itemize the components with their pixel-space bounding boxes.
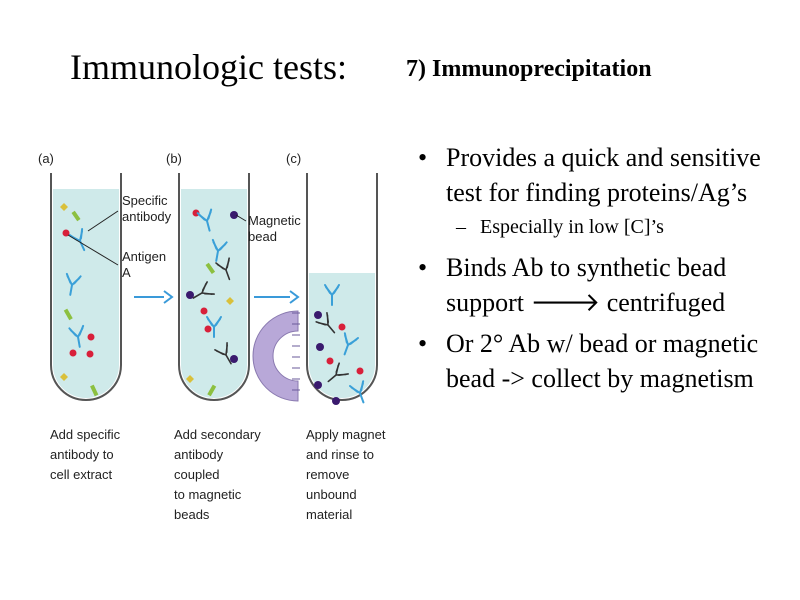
antibody-icon [65, 272, 82, 296]
leader-line-antigen [67, 234, 119, 266]
bullet-dot-icon: • [418, 329, 428, 358]
dash-icon: – [456, 216, 466, 238]
caption-line: and rinse to [306, 447, 374, 462]
bead-icon [314, 311, 322, 319]
tube-c [306, 173, 378, 401]
bullet-text: Or 2° Ab w/ bead or magnetic bead -> col… [446, 329, 759, 393]
bullet-list: • Provides a quick and sensitive test fo… [418, 140, 788, 402]
bead-icon [314, 381, 322, 389]
tube-a [50, 173, 122, 401]
caption-line: Add specific [50, 427, 121, 442]
bullet-text: Provides a quick and sensitive test for … [446, 143, 761, 207]
antibody-icon [196, 208, 213, 232]
bullet-dot-icon: • [418, 253, 428, 282]
diamond-icon [60, 373, 68, 381]
secondary-antibody-icon [214, 342, 232, 365]
caption-line: coupled [174, 467, 220, 482]
arrow-a-to-b-icon [134, 290, 174, 304]
rod-icon [205, 262, 216, 275]
panel-label-b: (b) [166, 151, 182, 166]
caption-line: remove [306, 467, 349, 482]
label-specific-antibody-1: Specific [122, 193, 168, 208]
tube-c-contents [314, 284, 365, 405]
antigen-icon [338, 323, 346, 331]
bullet-item: • Or 2° Ab w/ bead or magnetic bead -> c… [418, 326, 788, 396]
caption-line: antibody [174, 447, 224, 462]
antigen-icon [87, 333, 95, 341]
label-magnetic-bead-2: bead [248, 229, 277, 244]
arrow-b-to-c-icon [254, 290, 300, 304]
panel-label-c: (c) [286, 151, 301, 166]
panel-label-a: (a) [38, 151, 54, 166]
antibody-icon [324, 284, 340, 306]
sub-bullet-text: Especially in low [C]’s [480, 216, 664, 238]
immunoprecipitation-diagram: (a) (b) (c) [38, 151, 386, 522]
antigen-icon [356, 367, 364, 375]
caption-line: antibody to [50, 447, 114, 462]
secondary-antibody-icon [327, 362, 349, 383]
tube-b [178, 173, 250, 401]
bullet-dot-icon: • [418, 143, 428, 172]
caption-b: Add secondary antibody coupled to magnet… [174, 427, 261, 522]
label-antigen-2: A [122, 265, 131, 280]
leader-line-bead [235, 214, 247, 222]
caption-line: cell extract [50, 467, 113, 482]
antigen-icon [62, 229, 70, 237]
antigen-icon [69, 349, 77, 357]
antigen-icon [326, 357, 334, 365]
caption-line: to magnetic [174, 487, 242, 502]
antigen-icon [192, 209, 200, 217]
label-specific-antibody-2: antibody [122, 209, 172, 224]
caption-line: beads [174, 507, 210, 522]
tube-b-contents [186, 208, 238, 397]
secondary-antibody-icon [315, 312, 336, 334]
antibody-icon [343, 332, 359, 356]
antigen-icon [204, 325, 212, 333]
caption-line: Add secondary [174, 427, 261, 442]
antibody-icon [68, 227, 86, 252]
bead-icon [230, 355, 238, 363]
label-antigen-1: Antigen [122, 249, 166, 264]
slide-subtitle: 7) Immunoprecipitation [406, 56, 652, 82]
bullet-text: Binds Ab to synthetic bead support 🡒 cen… [446, 253, 727, 317]
tube-a-contents [60, 203, 99, 397]
diamond-icon [60, 203, 68, 211]
rod-icon [90, 384, 99, 397]
bullet-item: • Binds Ab to synthetic bead support 🡒 c… [418, 250, 788, 320]
bullet-item: • Provides a quick and sensitive test fo… [418, 140, 788, 210]
bead-icon [186, 291, 194, 299]
antibody-icon [211, 238, 228, 262]
leader-line-antibody [87, 210, 119, 232]
sub-bullet-item: – Especially in low [C]’s [418, 212, 788, 242]
rod-icon [207, 384, 217, 397]
magnet-icon [252, 310, 299, 402]
antibody-icon [206, 316, 222, 338]
bead-icon [332, 397, 340, 405]
caption-line: unbound [306, 487, 357, 502]
antigen-icon [86, 350, 94, 358]
rod-icon [71, 210, 81, 222]
rod-icon [63, 308, 73, 321]
label-magnetic-bead-1: Magnetic [248, 213, 301, 228]
bead-icon [230, 211, 238, 219]
secondary-antibody-icon [192, 281, 215, 299]
diamond-icon [186, 375, 194, 383]
magnet-stripes [292, 312, 300, 391]
secondary-antibody-icon [215, 257, 231, 281]
caption-line: Apply magnet [306, 427, 386, 442]
bead-icon [316, 343, 324, 351]
caption-a: Add specific antibody to cell extract [50, 427, 121, 482]
slide-title: Immunologic tests: [70, 47, 347, 87]
diamond-icon [226, 297, 234, 305]
antibody-icon [68, 324, 85, 348]
caption-c: Apply magnet and rinse to remove unbound… [306, 427, 386, 522]
antigen-icon [200, 307, 208, 315]
antibody-icon [349, 380, 365, 404]
caption-line: material [306, 507, 352, 522]
